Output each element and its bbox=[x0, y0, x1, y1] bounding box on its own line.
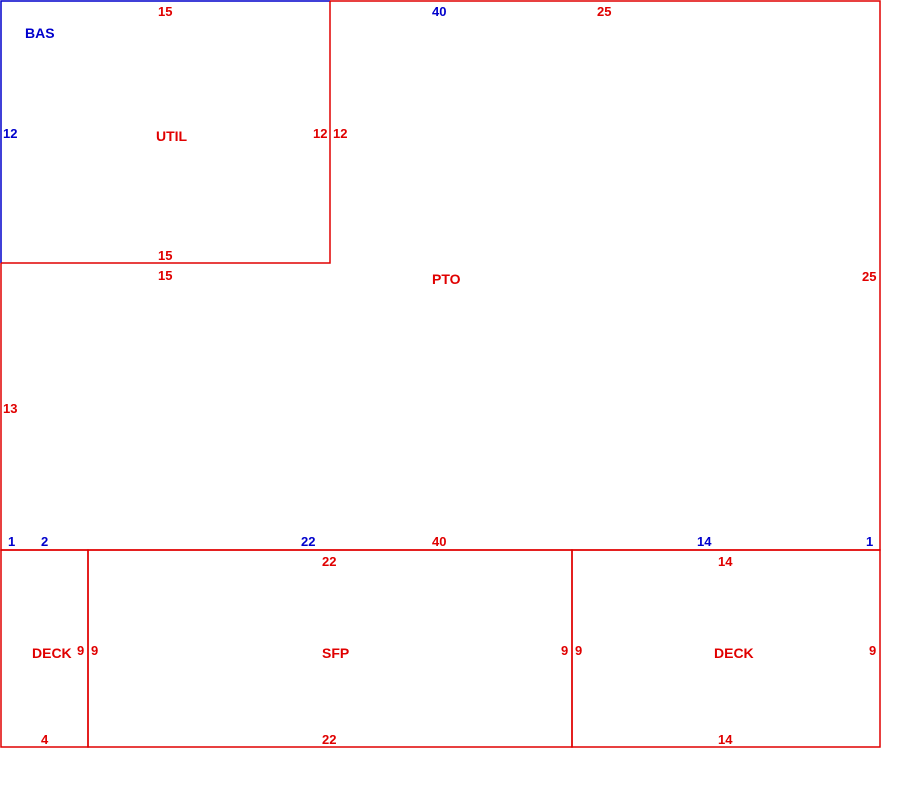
dim-label: 14 bbox=[718, 554, 733, 569]
dim-label: 9 bbox=[869, 643, 876, 658]
dim-label: 25 bbox=[862, 269, 876, 284]
dim-label: 14 bbox=[718, 732, 733, 747]
bas-outline bbox=[0, 0, 330, 263]
dim-label: 1 bbox=[866, 534, 873, 549]
dim-label: 1 bbox=[8, 534, 15, 549]
area-label-pto: PTO bbox=[432, 271, 461, 287]
dim-label: 14 bbox=[697, 534, 712, 549]
dim-label: 25 bbox=[597, 4, 611, 19]
area-label-bas: BAS bbox=[25, 25, 55, 41]
dim-label: 12 bbox=[333, 126, 347, 141]
dim-label: 15 bbox=[158, 268, 172, 283]
dim-label: 22 bbox=[322, 554, 336, 569]
dim-label: 12 bbox=[313, 126, 327, 141]
dim-label: 4 bbox=[41, 732, 49, 747]
util-outline bbox=[1, 1, 331, 264]
dim-label: 9 bbox=[575, 643, 582, 658]
dim-label: 9 bbox=[561, 643, 568, 658]
dim-label: 12 bbox=[3, 126, 17, 141]
dim-label: 40 bbox=[432, 534, 446, 549]
dim-label: 2 bbox=[41, 534, 48, 549]
dim-label: 40 bbox=[432, 4, 446, 19]
area-label-util: UTIL bbox=[156, 128, 188, 144]
dim-label: 9 bbox=[91, 643, 98, 658]
deck-right-outline bbox=[571, 549, 881, 748]
dim-label: 15 bbox=[158, 4, 172, 19]
dim-label: 9 bbox=[77, 643, 84, 658]
area-label-deck-left: DECK bbox=[32, 645, 72, 661]
dim-label: 22 bbox=[322, 732, 336, 747]
area-label-sfp: SFP bbox=[322, 645, 349, 661]
dim-label: 13 bbox=[3, 401, 17, 416]
dim-label: 15 bbox=[158, 248, 172, 263]
dim-label: 22 bbox=[301, 534, 315, 549]
area-label-deck-right: DECK bbox=[714, 645, 754, 661]
